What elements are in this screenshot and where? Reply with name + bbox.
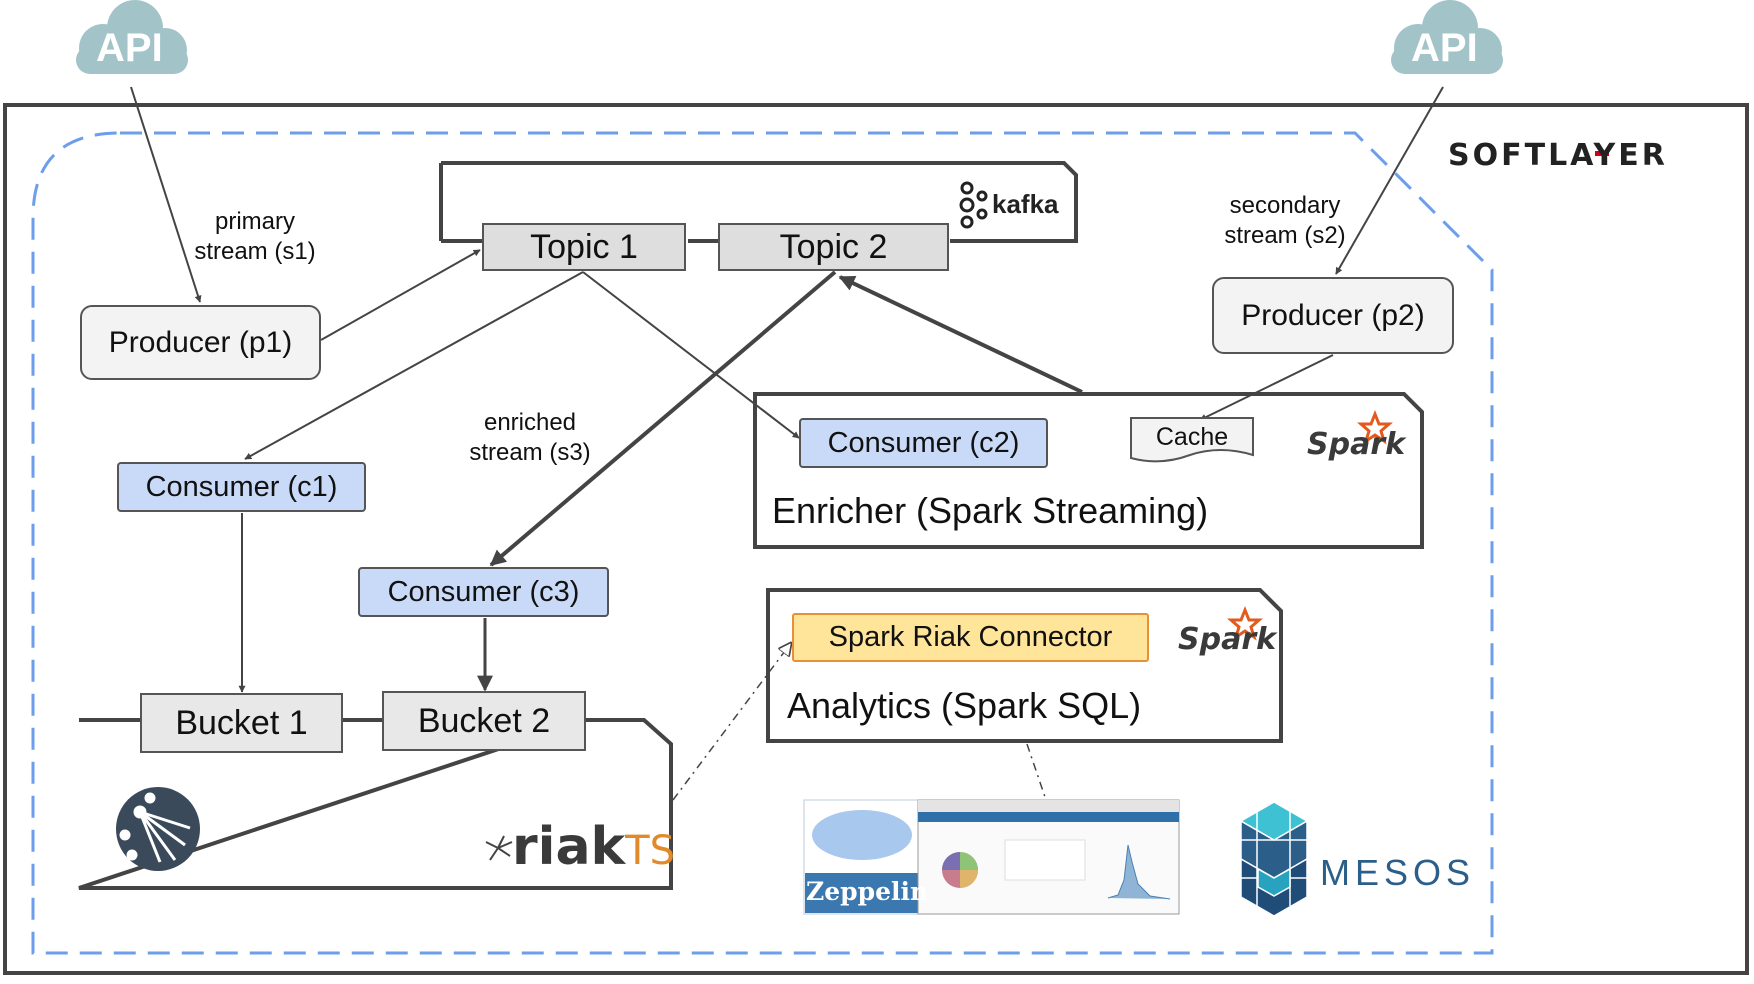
riak-word: riak [512,817,626,877]
arrow-topic2-to-c3 [489,270,837,567]
mesos-icon [1239,801,1309,917]
arrow-topic1-to-c1 [244,271,584,460]
consumer-c2-box[interactable]: Consumer (c2) [799,418,1048,468]
arrow-riak-to-connector [672,643,791,801]
riak-cluster-icon [116,787,200,871]
analytics-title: Analytics (Spark SQL) [787,685,1142,726]
spark-riak-connector-box[interactable]: Spark Riak Connector [792,613,1149,662]
bucket-1-box[interactable]: Bucket 1 [140,693,343,753]
riakts-logo-text: riakTS [512,817,675,877]
arrow-enricher-to-topic2 [838,275,1083,394]
secondary-stream-line-2: stream (s2) [1224,222,1346,249]
arrow-p1-to-topic1 [320,249,481,341]
enriched-stream-label: enriched stream (s3) [455,408,605,468]
secondary-stream-label: secondary stream (s2) [1205,191,1365,251]
topic-1-box[interactable]: Topic 1 [482,223,686,271]
zeppelin-label: Zeppelin [806,877,929,906]
primary-stream-label: primary stream (s1) [180,207,330,267]
softlayer-accent [1595,151,1609,156]
api-cloud-left [76,0,188,74]
topic-2-box[interactable]: Topic 2 [718,223,949,271]
link-analytics-to-zeppelin [1026,743,1046,798]
api-label-right: API [1411,26,1478,70]
consumer-c1-box[interactable]: Consumer (c1) [117,462,366,512]
arrow-api-to-p2 [1335,86,1444,275]
softlayer-frame [3,103,1749,975]
mesos-label: MESOS [1320,852,1476,893]
riakts-icon [485,835,513,861]
spark-logo-analytics: Spark [1178,622,1277,657]
softlayer-logo: SOFTLAYER [1448,138,1668,173]
kafka-logo-text: kafka [992,189,1059,219]
ts-word: TS [625,828,675,874]
cache-shape [1130,417,1254,463]
bucket-2-box[interactable]: Bucket 2 [382,691,586,751]
cache-label[interactable]: Cache [1155,423,1229,451]
mesos-boundary [31,131,1494,955]
secondary-stream-line-1: secondary [1229,192,1341,219]
api-cloud-right [1391,0,1503,74]
producer-p2-box[interactable]: Producer (p2) [1212,277,1454,354]
primary-stream-line-2: stream (s1) [194,238,316,265]
producer-p1-box[interactable]: Producer (p1) [80,305,321,380]
kafka-container [441,161,1078,243]
spark-star-icon-2 [1227,605,1263,641]
primary-stream-line-1: primary [214,208,295,235]
arrow-api-to-p1 [130,86,202,303]
riak-container [78,718,673,890]
zeppelin-logo [803,799,920,915]
spark-logo-enricher: Spark [1307,427,1406,462]
kafka-icon [959,181,988,229]
spark-star-icon [1357,409,1393,445]
consumer-c3-box[interactable]: Consumer (c3) [358,567,609,617]
arrow-topic1-to-c2 [582,271,800,439]
zeppelin-screenshot [917,799,1180,915]
enriched-stream-line-1: enriched [483,409,577,436]
enriched-stream-line-2: stream (s3) [469,439,591,466]
api-label-left: API [96,26,163,70]
enricher-title: Enricher (Spark Streaming) [772,490,1209,531]
arrow-p2-to-cache [1199,354,1334,421]
